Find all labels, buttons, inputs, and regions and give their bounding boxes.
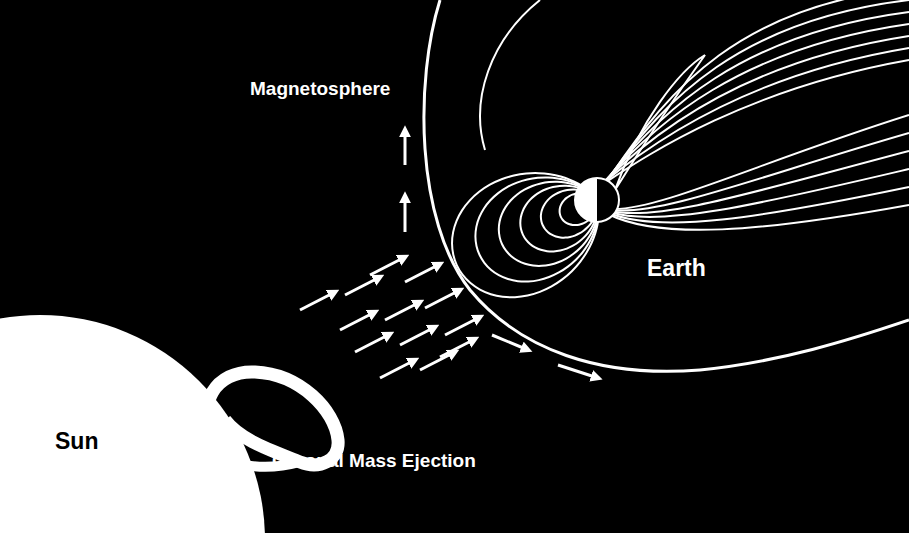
flow-arrow bbox=[340, 312, 375, 330]
flow-arrow bbox=[385, 302, 420, 320]
earth bbox=[575, 178, 619, 222]
flow-arrow bbox=[345, 277, 380, 295]
flow-arrow bbox=[445, 317, 480, 335]
flow-arrow bbox=[404, 130, 407, 165]
tail-line bbox=[612, 133, 909, 211]
tail-line bbox=[606, 24, 909, 180]
flow-arrow bbox=[404, 196, 407, 232]
field-line bbox=[480, 0, 540, 150]
dipole-line bbox=[452, 173, 599, 297]
flow-arrow bbox=[380, 360, 415, 378]
tail-loop bbox=[615, 55, 705, 190]
tail-line bbox=[612, 0, 909, 174]
wind-arrows bbox=[300, 130, 598, 378]
tail-line bbox=[611, 151, 909, 213]
tail-line bbox=[608, 12, 909, 178]
magnetopause bbox=[424, 0, 909, 371]
flow-arrow bbox=[355, 334, 390, 352]
flow-arrow bbox=[492, 335, 528, 350]
body-label: Sun bbox=[55, 428, 98, 454]
flow-arrow bbox=[420, 352, 455, 370]
flow-arrow bbox=[370, 257, 405, 275]
tail-line bbox=[610, 169, 909, 217]
dipole-line bbox=[475, 177, 598, 281]
flow-arrow bbox=[400, 327, 435, 345]
body-label: Earth bbox=[647, 255, 706, 281]
flow-arrow bbox=[440, 339, 475, 357]
tail-line bbox=[604, 36, 909, 182]
region-label: Magnetosphere bbox=[250, 78, 390, 100]
flow-arrow bbox=[300, 292, 335, 310]
flow-arrow bbox=[405, 264, 440, 282]
flow-arrow bbox=[425, 290, 460, 308]
tail-line bbox=[613, 115, 909, 209]
flow-arrow bbox=[558, 365, 598, 378]
tail-line bbox=[610, 0, 909, 176]
field-lines bbox=[424, 0, 909, 371]
event-label: Coronal Mass Ejection bbox=[272, 450, 476, 472]
